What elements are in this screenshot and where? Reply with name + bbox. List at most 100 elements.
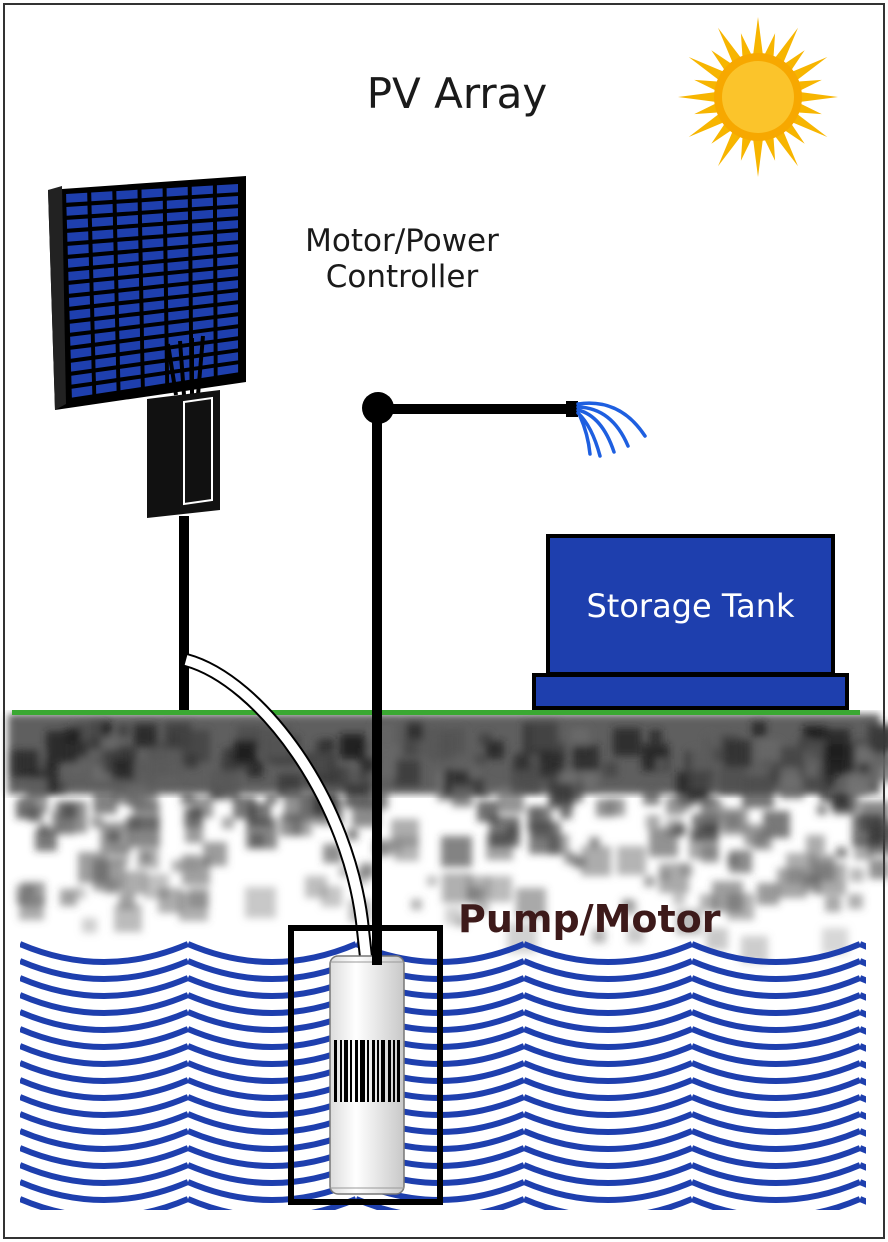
panel-cell: [217, 292, 238, 303]
soil-speck: [744, 824, 766, 846]
panel-cell: [143, 300, 165, 312]
water-wave: [20, 1094, 190, 1118]
soil-speck: [118, 725, 129, 736]
panel-cell: [70, 334, 91, 346]
water-wave: [522, 1145, 694, 1169]
water-wave: [522, 1060, 694, 1084]
panel-cell: [92, 242, 114, 253]
soil-speck: [89, 738, 100, 749]
panel-cell: [68, 282, 90, 294]
tank-body: [546, 534, 835, 676]
panel-cell: [144, 350, 165, 362]
soil-speck: [825, 896, 841, 912]
soil-speck: [742, 776, 774, 808]
water-wave: [690, 1077, 862, 1101]
sun-ray: [797, 91, 838, 103]
panel-cell: [118, 290, 140, 302]
water-wave: [690, 1094, 862, 1118]
panel-cell: [217, 340, 238, 352]
pipe-nozzle: [566, 401, 578, 417]
panel-cell: [168, 309, 189, 321]
pump-motor-icon: [329, 945, 405, 1195]
panel-cell: [217, 232, 238, 242]
soil-speck: [573, 745, 599, 771]
soil-speck: [806, 835, 825, 854]
pump-shaft-top: [372, 945, 382, 965]
sun-ray: [740, 134, 753, 161]
horizontal-pipe: [376, 404, 572, 414]
panel-cell: [116, 202, 138, 213]
water-wave: [690, 941, 862, 965]
panel-cell: [217, 316, 238, 327]
soil-speck: [724, 740, 751, 767]
water-wave: [354, 1196, 526, 1210]
panel-cell: [119, 353, 141, 365]
panel-cell: [142, 238, 164, 249]
soil-speck: [305, 876, 327, 898]
soil-speck: [348, 771, 361, 784]
panel-cell: [167, 248, 189, 259]
spray-stream: [576, 401, 647, 438]
water-wave: [20, 1111, 190, 1135]
soil-speck: [824, 744, 855, 775]
panel-cell: [144, 375, 166, 387]
panel-cell: [192, 234, 214, 245]
water-wave: [522, 1077, 694, 1101]
soil-speck: [467, 876, 490, 899]
panel-cell: [192, 270, 214, 281]
water-wave: [20, 1179, 190, 1203]
soil-speck: [489, 816, 520, 847]
soil-speck: [850, 868, 864, 882]
sun-ray: [763, 134, 776, 161]
water-wave: [522, 1026, 694, 1050]
soil-speck: [823, 775, 835, 787]
sun-ray: [688, 112, 727, 137]
pv-array-label: PV Array: [366, 69, 548, 118]
pump-vent: [334, 1040, 337, 1102]
controller-window: [183, 396, 213, 506]
sun-ray: [789, 112, 828, 137]
panel-cell: [191, 185, 213, 196]
well-casing: [288, 925, 443, 1205]
panel-cell: [168, 322, 189, 334]
panel-cell: [95, 356, 116, 369]
panel-cell: [191, 209, 213, 220]
water-wave: [690, 1179, 862, 1203]
pump-motor-label: Pump/Motor: [458, 897, 721, 941]
panel-cell: [117, 265, 139, 276]
soil-layer: [8, 714, 888, 963]
water-wave: [690, 1043, 862, 1067]
water-wave: [690, 958, 862, 982]
panel-cell: [192, 258, 214, 269]
soil-speck: [26, 778, 47, 799]
water-wave: [20, 975, 190, 999]
panel-cell: [96, 382, 117, 394]
soil-speck: [656, 759, 666, 769]
water-wave: [522, 1196, 694, 1210]
soil-speck: [339, 866, 350, 877]
soil-speck: [113, 759, 134, 780]
soil-speck: [820, 790, 832, 802]
panel-cell: [143, 287, 164, 299]
sun-ray: [678, 91, 719, 103]
soil-speck: [316, 740, 329, 753]
storage-tank-label: Storage Tank: [586, 587, 795, 625]
panel-cell: [193, 355, 214, 367]
soil-speck: [757, 883, 779, 905]
soil-speck: [643, 788, 660, 805]
soil-speck: [581, 846, 611, 876]
water-wave: [522, 1128, 694, 1152]
spray-stream: [576, 405, 630, 448]
panel-cell: [167, 223, 189, 234]
panel-cell: [192, 294, 214, 306]
soil-speck: [126, 785, 148, 807]
soil-speck: [475, 754, 486, 765]
storage-tank-icon: [532, 534, 849, 710]
soil-speck: [246, 818, 277, 849]
soil-speck: [706, 928, 728, 950]
soil-speck: [151, 760, 169, 778]
soil-speck: [184, 754, 198, 768]
panel-cell: [168, 334, 190, 346]
panel-cell: [95, 369, 117, 382]
panel-cell: [144, 362, 165, 374]
